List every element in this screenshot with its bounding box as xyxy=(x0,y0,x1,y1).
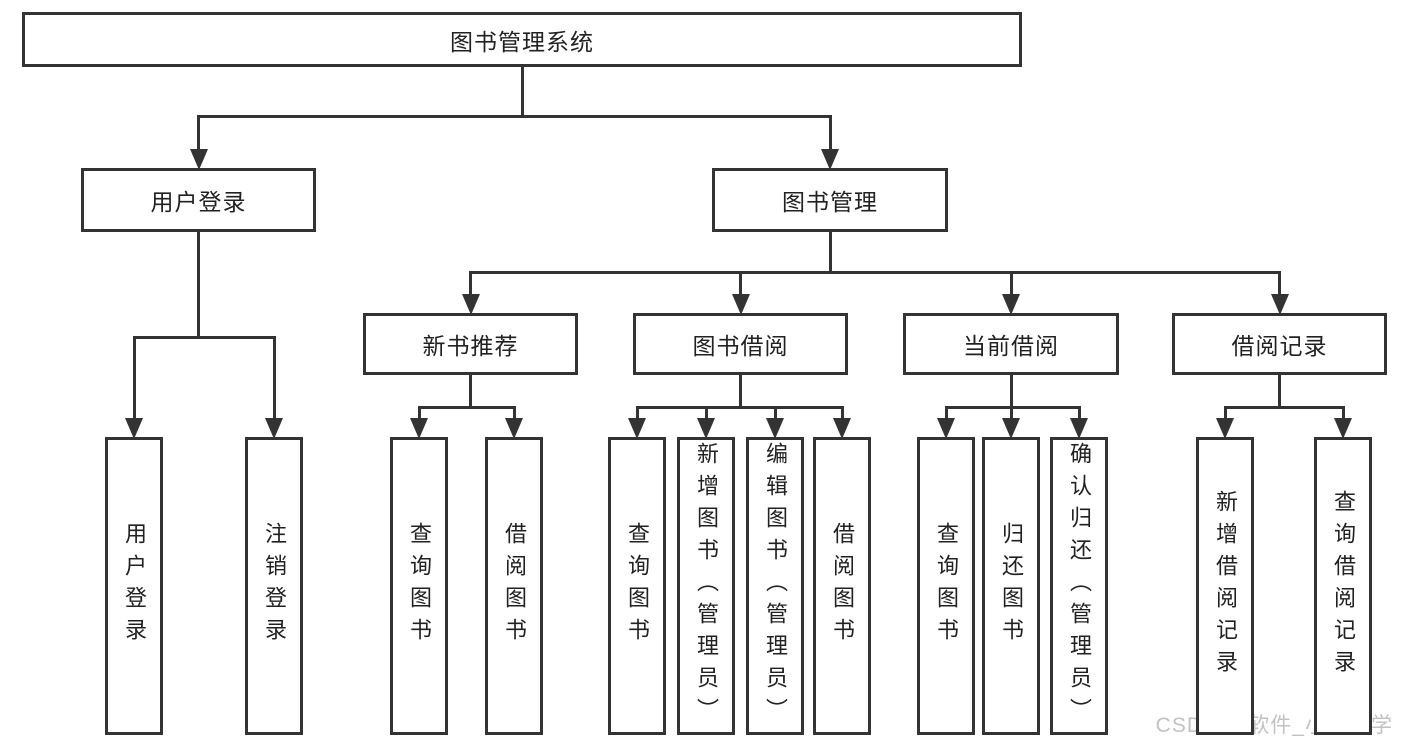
arrowhead-icon xyxy=(265,418,283,439)
arrowhead-icon xyxy=(1002,418,1020,439)
arrowhead-icon xyxy=(1334,418,1352,439)
diagram-node-borrow-records: 借阅记录 xyxy=(1172,313,1387,375)
diagram-node-br-add: 新增借阅记录 xyxy=(1196,437,1254,735)
connector-split-line xyxy=(635,406,844,409)
arrowhead-icon xyxy=(697,418,715,439)
diagram-node-new-books: 新书推荐 xyxy=(363,313,578,375)
diagram-node-bb-borrow: 借阅图书 xyxy=(813,437,871,735)
connector-stem xyxy=(197,230,200,337)
connector-branch xyxy=(1223,406,1227,425)
connector-branch xyxy=(944,406,948,425)
arrowhead-icon xyxy=(461,294,480,315)
connector-stem xyxy=(1009,373,1013,407)
connector-branch xyxy=(1009,271,1013,301)
connector-stem xyxy=(1278,373,1281,407)
connector-branch xyxy=(1077,406,1081,425)
diagram-node-nb-query: 查询图书 xyxy=(390,437,448,735)
diagram-node-current-borrow: 当前借阅 xyxy=(903,313,1119,375)
diagram-node-cb-return: 归还图书 xyxy=(982,437,1040,735)
arrowhead-icon xyxy=(410,418,428,439)
connector-branch xyxy=(739,271,742,301)
arrowhead-icon xyxy=(125,418,143,439)
connector-branch xyxy=(1009,406,1013,425)
arrowhead-icon xyxy=(1270,294,1289,315)
connector-branch xyxy=(512,406,516,425)
diagram-node-cb-query: 查询图书 xyxy=(917,437,975,735)
diagram-node-nb-borrow: 借阅图书 xyxy=(485,437,543,735)
arrowhead-icon xyxy=(189,149,208,170)
connector-split-line xyxy=(1223,406,1345,409)
arrowhead-icon xyxy=(833,418,851,439)
diagram-node-book-borrow: 图书借阅 xyxy=(633,313,848,375)
diagram-node-login: 用户登录 xyxy=(105,437,163,735)
arrowhead-icon xyxy=(821,149,839,170)
connector-split-line xyxy=(417,406,516,409)
connector-split-line xyxy=(132,336,276,339)
connector-branch xyxy=(132,336,136,425)
connector-branch xyxy=(1341,406,1345,425)
connector-branch xyxy=(417,406,421,425)
connector-stem xyxy=(520,65,524,116)
connector-branch xyxy=(840,406,844,425)
diagram-node-bb-add: 新增图书（管理员） xyxy=(677,437,735,735)
diagram-node-logout: 注销登录 xyxy=(245,437,303,735)
arrowhead-icon xyxy=(628,418,646,439)
connector-branch xyxy=(773,406,777,425)
connector-split-line xyxy=(197,115,832,118)
diagram-node-bb-edit: 编辑图书（管理员） xyxy=(746,437,804,735)
connector-stem xyxy=(469,373,472,407)
diagram-node-br-query: 查询借阅记录 xyxy=(1314,437,1372,735)
arrowhead-icon xyxy=(505,418,523,439)
connector-branch xyxy=(635,406,639,425)
connector-stem xyxy=(739,373,742,407)
arrowhead-icon xyxy=(937,418,955,439)
arrowhead-icon xyxy=(1216,418,1234,439)
diagram-node-cb-confirm: 确认归还（管理员） xyxy=(1050,437,1108,735)
connector-branch xyxy=(1278,271,1281,301)
diagram-node-bb-query: 查询图书 xyxy=(608,437,666,735)
connector-split-line xyxy=(469,271,1281,274)
connector-branch xyxy=(272,336,276,425)
connector-split-line xyxy=(944,406,1081,409)
arrowhead-icon xyxy=(1002,294,1020,315)
connector-branch xyxy=(704,406,708,425)
connector-branch xyxy=(469,271,472,301)
arrowhead-icon xyxy=(731,294,750,315)
connector-branch xyxy=(828,115,832,156)
arrowhead-icon xyxy=(766,418,784,439)
arrowhead-icon xyxy=(1070,418,1088,439)
connector-stem xyxy=(828,230,832,272)
diagram-node-book-mgmt: 图书管理 xyxy=(712,168,948,232)
connector-branch xyxy=(197,115,200,156)
diagram-node-user-login: 用户登录 xyxy=(81,168,316,232)
diagram-node-root: 图书管理系统 xyxy=(22,12,1022,67)
